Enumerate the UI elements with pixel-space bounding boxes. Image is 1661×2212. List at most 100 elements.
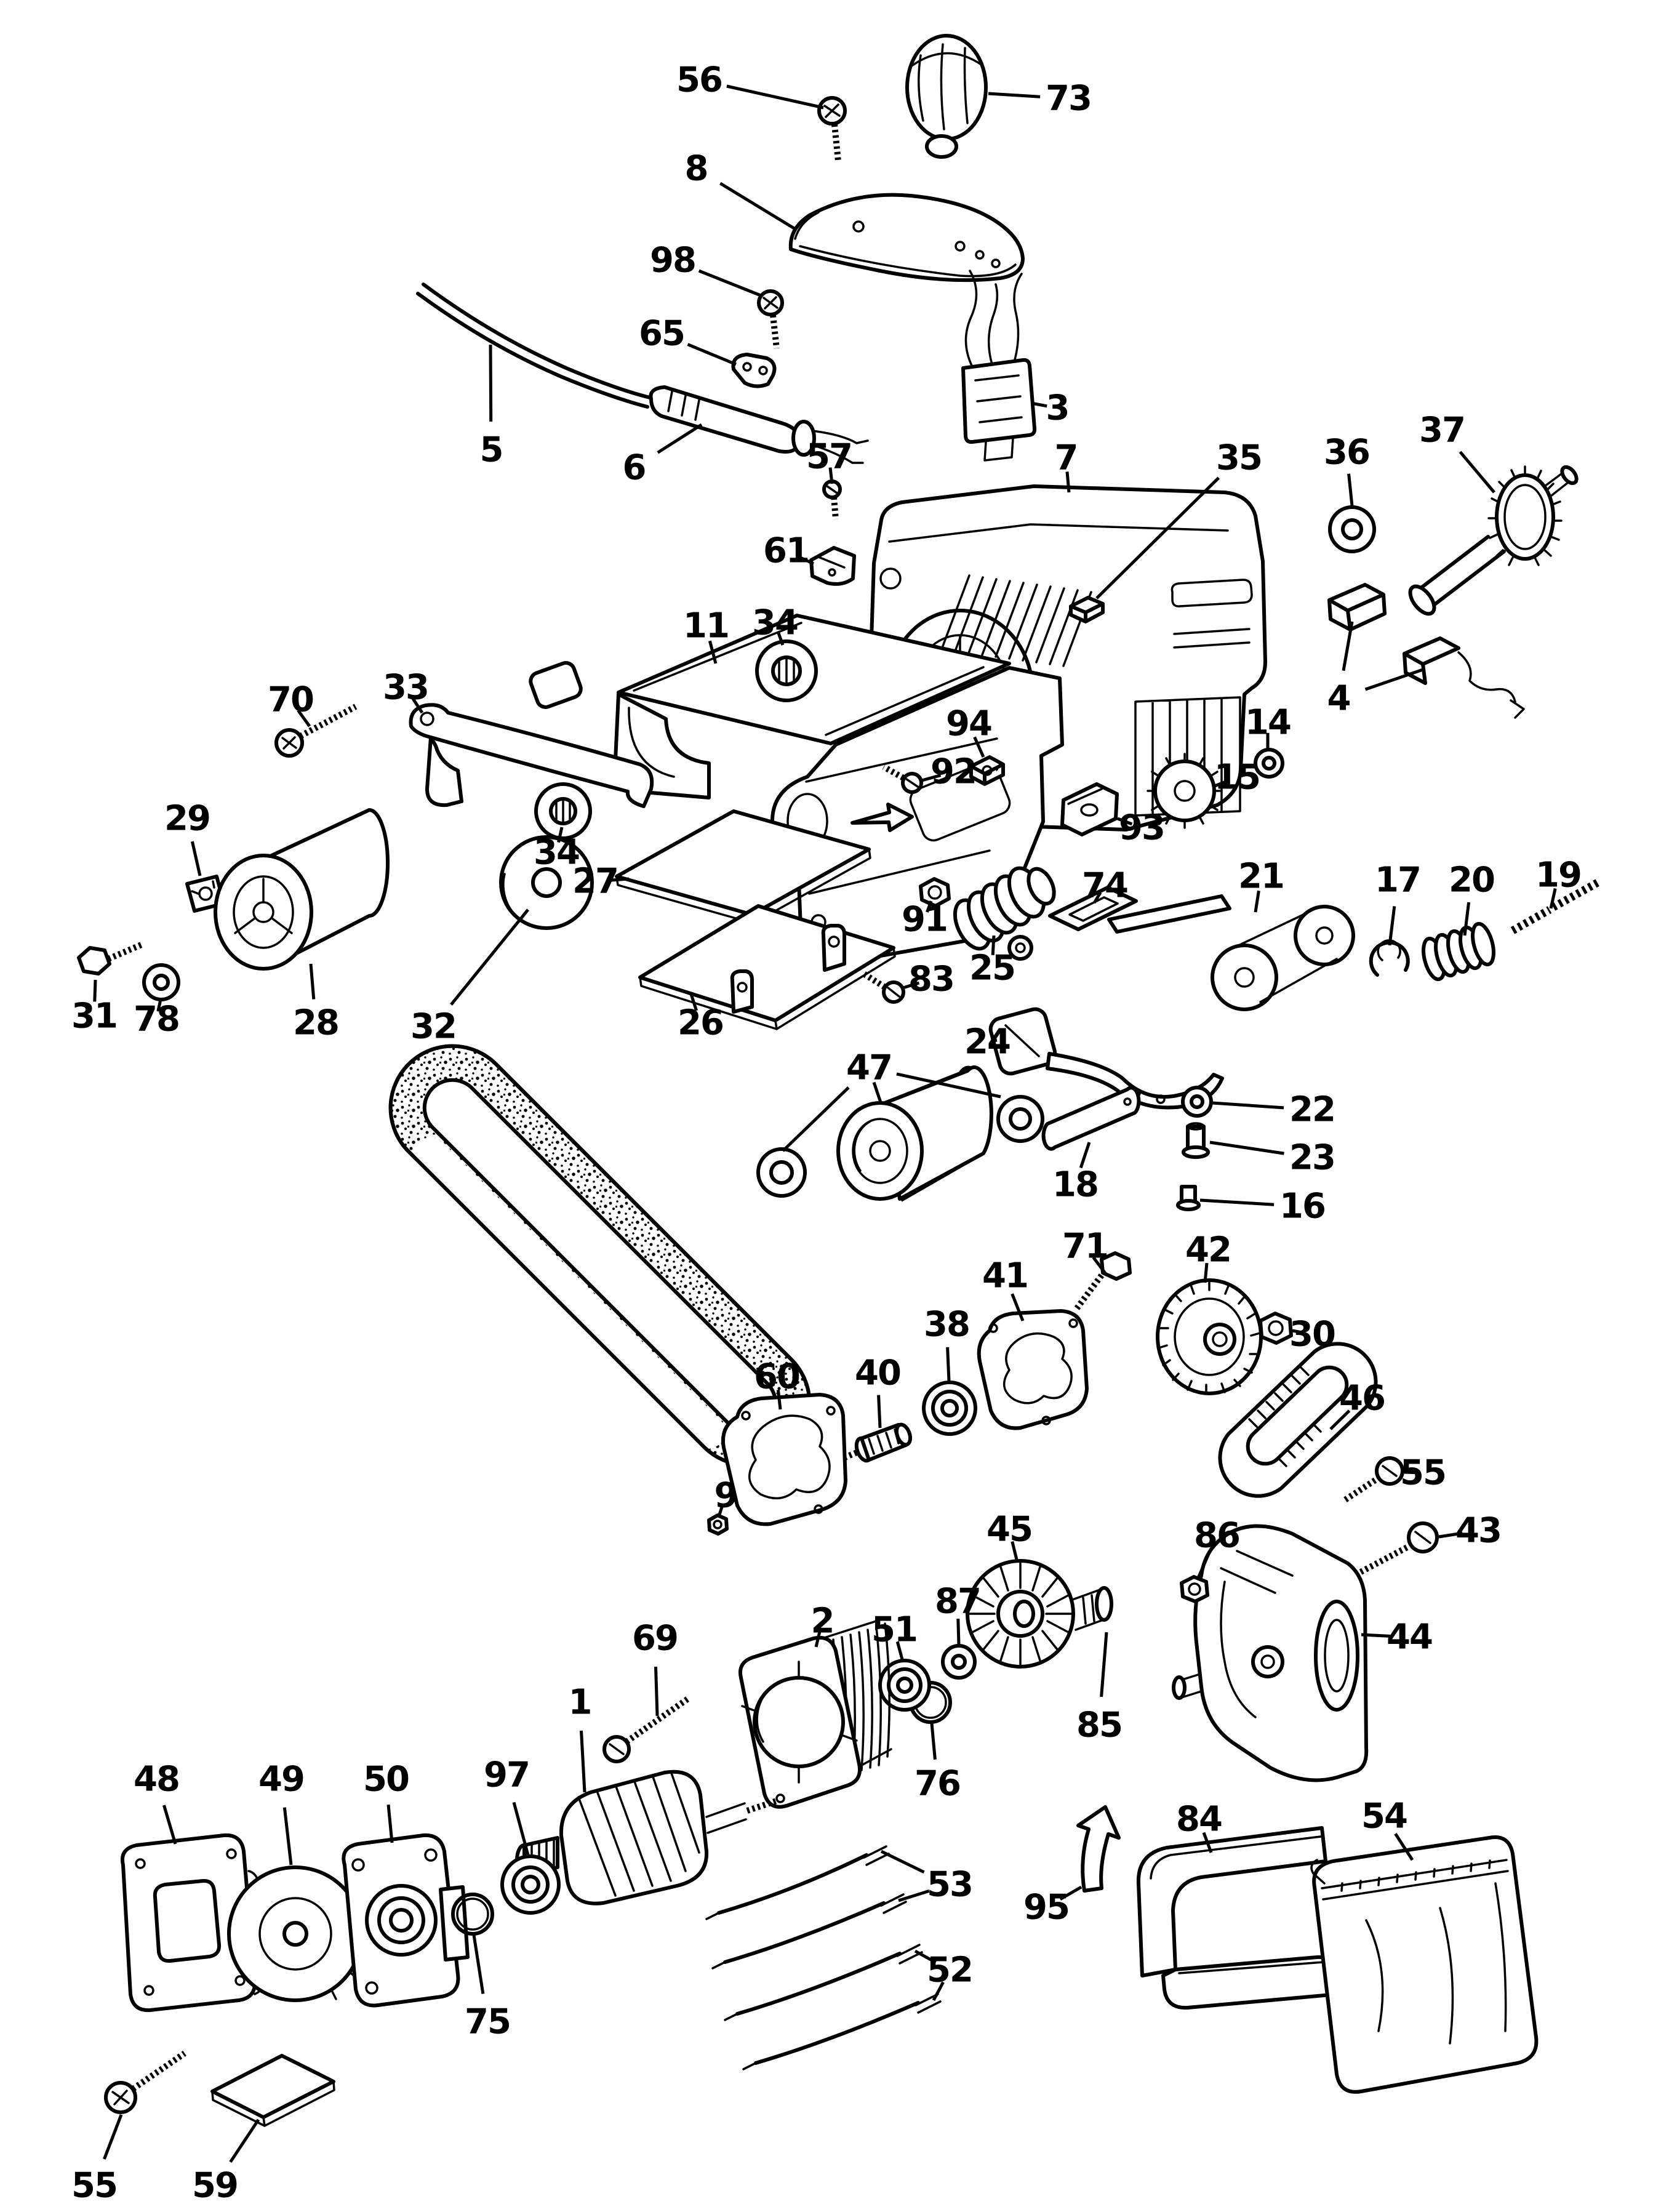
part-label-61: 61 [763,531,810,571]
leader-line-22 [1212,1101,1284,1110]
leader-line-60 [776,1389,782,1410]
rear-roller-47 [756,1065,1044,1202]
leader-line-56 [726,84,824,110]
gear-housing-44 [1172,1524,1369,1782]
leader-line-33 [410,697,424,714]
part-label-92: 92 [931,751,977,792]
screw-55-bottom [104,2050,186,2114]
leader-line-47 [872,1081,883,1105]
part-label-46: 46 [1339,1378,1386,1419]
leader-line-84 [1202,1832,1213,1853]
part-label-17: 17 [1375,860,1422,900]
leader-line-16 [1199,1198,1275,1206]
part-label-52: 52 [927,1950,974,1990]
field-2 [738,1617,892,1809]
leader-line-23 [1209,1140,1284,1155]
leader-line-55 [1404,1470,1416,1475]
leader-line-20 [1463,902,1471,936]
leader-line-50 [386,1804,394,1843]
bearing-34-upper [755,639,818,702]
leader-line-49 [282,1807,293,1865]
part-label-75: 75 [465,2002,511,2042]
wear-plate-59 [210,2054,335,2127]
leader-line-85 [1100,1632,1108,1697]
spring-25 [953,866,1056,951]
power-cord-5 [416,283,652,409]
drive-belt-46 [1218,1342,1378,1498]
leader-line-18 [1079,1142,1091,1169]
part-label-24: 24 [964,1022,1011,1062]
leader-line-87 [956,1618,961,1645]
lever-24 [988,1007,1224,1110]
part-label-22: 22 [1289,1089,1336,1130]
leader-line-32 [450,908,529,1006]
screw-16 [1176,1185,1201,1211]
part-label-91: 91 [902,899,948,940]
part-label-43: 43 [1455,1510,1502,1551]
fan-gear-45 [966,1559,1113,1669]
screw-92 [882,764,923,794]
nut-35 [1069,596,1105,623]
leader-line-34 [557,827,564,843]
leader-line-86 [1196,1552,1211,1581]
part-label-23: 23 [1289,1137,1336,1178]
leader-line-48 [162,1805,177,1845]
part-label-3: 3 [1046,388,1070,428]
part-label-14: 14 [1245,702,1292,743]
knob-73 [905,34,988,159]
part-label-94: 94 [946,703,993,744]
part-label-11: 11 [683,606,730,646]
leader-line-1 [580,1730,586,1793]
leader-line-55 [103,2114,123,2160]
bearing-34-lower [534,782,592,840]
washer-14 [1254,748,1284,779]
retaining-ring-17 [1369,939,1410,977]
leader-line-70 [297,709,311,727]
leader-line-78 [156,999,162,1012]
leader-line-5 [489,344,493,422]
part-label-83: 83 [908,959,955,1000]
gasket-60 [721,1393,847,1526]
leader-line-21 [1254,890,1260,913]
part-label-8: 8 [684,148,709,189]
part-label-57: 57 [806,436,853,477]
bolt-71 [1073,1251,1132,1312]
bearing-38 [922,1380,977,1436]
carbon-brushes-4 [1327,583,1525,719]
leader-line-29 [190,841,202,876]
bracket-21 [1107,894,1355,1011]
leader-line-92 [921,774,942,782]
plate-74 [1007,886,1138,961]
part-label-30: 30 [1289,1314,1336,1355]
leader-line-59 [229,2118,260,2163]
leader-line-95 [1059,1885,1083,1901]
tension-arm-33 [409,703,654,808]
leader-line-93 [1117,817,1133,826]
part-label-86: 86 [1194,1515,1241,1556]
part-label-85: 85 [1076,1705,1123,1745]
part-label-53: 53 [927,1864,974,1905]
leader-line-57 [828,467,834,484]
part-label-41: 41 [982,1256,1029,1296]
switch-3 [961,270,1037,462]
dust-bag-54 [1310,1835,1539,2094]
leader-line-41 [1011,1293,1025,1321]
part-label-93: 93 [1119,807,1166,848]
leader-line-61 [796,555,815,566]
part-label-7: 7 [1054,438,1079,478]
leader-line-40 [877,1395,882,1429]
screw-56 [817,96,847,162]
part-label-95: 95 [1023,1887,1070,1928]
part-label-74: 74 [1082,865,1129,906]
leader-line-36 [1347,473,1354,507]
part-label-20: 20 [1449,860,1495,900]
leader-line-15 [1214,779,1229,788]
part-label-98: 98 [650,240,697,281]
leader-line-8 [719,182,796,231]
washer-36 [1328,505,1376,553]
part-label-29: 29 [164,798,211,839]
part-label-55: 55 [1400,1453,1447,1493]
leader-line-34 [776,631,785,646]
bolt-31 [77,941,144,976]
screw-23 [1182,1122,1210,1159]
